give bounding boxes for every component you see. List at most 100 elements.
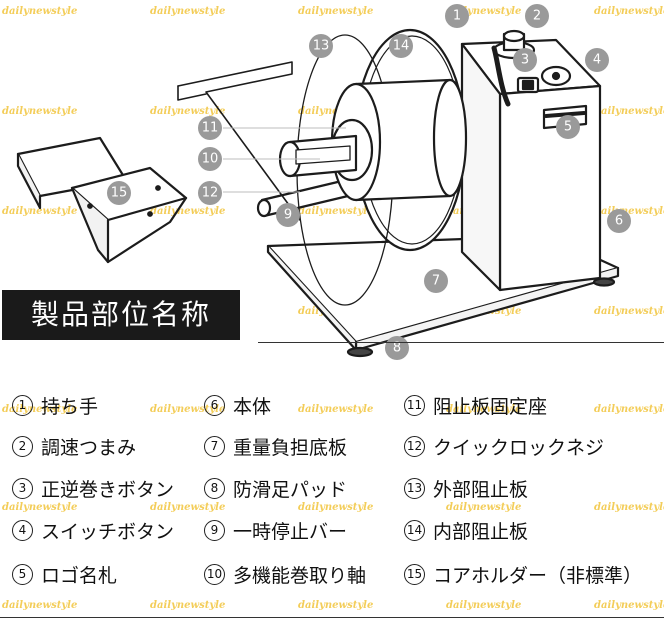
watermark: dailynewstyle xyxy=(150,502,226,513)
legend-number: 14 xyxy=(404,519,425,541)
legend-item: 1 持ち手 xyxy=(12,392,98,418)
svg-text:6: 6 xyxy=(615,214,623,229)
legend-item: 13 外部阻止板 xyxy=(404,475,528,501)
watermark: dailynewstyle xyxy=(446,600,522,611)
callout-2: 2 xyxy=(525,4,549,28)
legend-number: 12 xyxy=(404,435,425,457)
watermark: dailynewstyle xyxy=(2,206,78,217)
page-title: 製品部位名称 xyxy=(30,298,211,331)
callout-11: 11 xyxy=(198,116,222,140)
legend-number: 10 xyxy=(204,563,225,585)
watermark: dailynewstyle xyxy=(446,404,522,415)
svg-text:13: 13 xyxy=(313,39,330,54)
callout-14: 14 xyxy=(389,34,413,58)
callout-1: 1 xyxy=(445,4,469,28)
divider xyxy=(0,617,664,618)
watermark: dailynewstyle xyxy=(594,6,664,17)
callout-7: 7 xyxy=(424,269,448,293)
legend-label: クイックロックネジ xyxy=(433,436,605,459)
callout-3: 3 xyxy=(513,48,537,72)
legend-item: 9 一時停止バー xyxy=(204,517,347,543)
watermark: dailynewstyle xyxy=(594,206,664,217)
legend-label: 外部阻止板 xyxy=(433,478,529,501)
watermark: dailynewstyle xyxy=(594,306,664,317)
legend-label: 阻止板固定座 xyxy=(433,395,548,418)
svg-text:12: 12 xyxy=(202,186,219,201)
base-plate-edge-left xyxy=(266,244,358,352)
watermark: dailynewstyle xyxy=(150,206,226,217)
svg-text:7: 7 xyxy=(432,274,440,289)
foot-pad xyxy=(346,346,374,358)
watermark: dailynewstyle xyxy=(298,600,374,611)
svg-text:2: 2 xyxy=(533,9,541,24)
callout-8: 8 xyxy=(385,336,409,360)
legend-item: 3 正逆巻きボタン xyxy=(12,475,174,501)
legend-label: 内部阻止板 xyxy=(433,520,529,543)
speed-knob xyxy=(502,29,526,43)
legend-number: 4 xyxy=(12,519,33,541)
callout-10: 10 xyxy=(198,147,222,171)
svg-text:1: 1 xyxy=(453,9,461,24)
svg-text:14: 14 xyxy=(393,39,410,54)
legend-item: 10 多機能巻取り軸 xyxy=(204,561,366,587)
watermark: dailynewstyle xyxy=(2,404,78,415)
watermark: dailynewstyle xyxy=(298,6,374,17)
svg-text:11: 11 xyxy=(202,121,219,136)
legend-label: ロゴ名札 xyxy=(41,564,118,587)
legend-number: 9 xyxy=(204,519,225,541)
legend-item: 5 ロゴ名札 xyxy=(12,561,117,587)
legend-number: 8 xyxy=(204,477,225,499)
legend-number: 15 xyxy=(404,563,425,585)
label-strip xyxy=(177,61,301,221)
legend-label: 本体 xyxy=(233,395,272,418)
carry-handle xyxy=(491,45,511,107)
legend-item: 6 本体 xyxy=(204,392,271,418)
svg-text:5: 5 xyxy=(564,120,572,135)
watermark: dailynewstyle xyxy=(446,502,522,513)
svg-text:10: 10 xyxy=(202,152,219,167)
legend-number: 7 xyxy=(204,435,225,457)
callout-5: 5 xyxy=(556,115,580,139)
product-diagram: 1 2 3 4 5 6 7 8 9 10 11 12 13 14 15 xyxy=(16,4,631,360)
svg-text:8: 8 xyxy=(393,341,401,356)
watermark: dailynewstyle xyxy=(2,502,78,513)
watermark: dailynewstyle xyxy=(150,6,226,17)
legend-label: 多機能巻取り軸 xyxy=(233,564,367,587)
callout-6: 6 xyxy=(607,209,631,233)
watermark: dailynewstyle xyxy=(298,206,374,217)
title-banner: 製品部位名称 xyxy=(2,290,240,340)
legend-number: 5 xyxy=(12,563,33,585)
legend-number: 13 xyxy=(404,477,425,499)
watermark: dailynewstyle xyxy=(150,600,226,611)
watermark: dailynewstyle xyxy=(150,106,226,117)
legend-number: 3 xyxy=(12,477,33,499)
svg-text:15: 15 xyxy=(111,186,128,201)
legend-item: 14 内部阻止板 xyxy=(404,517,528,543)
svg-text:9: 9 xyxy=(284,208,292,223)
legend-label: 持ち手 xyxy=(41,395,99,418)
foot-pad xyxy=(592,277,616,287)
legend-item: 12 クイックロックネジ xyxy=(404,433,604,459)
watermark: dailynewstyle xyxy=(150,404,226,415)
legend-number: 2 xyxy=(12,435,33,457)
watermark: dailynewstyle xyxy=(2,6,78,17)
legend-number: 11 xyxy=(404,394,425,416)
watermark: dailynewstyle xyxy=(594,404,664,415)
watermark: dailynewstyle xyxy=(2,106,78,117)
legend-number: 6 xyxy=(204,394,225,416)
svg-text:4: 4 xyxy=(593,53,601,68)
callout-9: 9 xyxy=(276,203,300,227)
legend-label: 一時停止バー xyxy=(233,520,348,543)
callout-12: 12 xyxy=(198,181,222,205)
watermark: dailynewstyle xyxy=(2,600,78,611)
legend-number: 1 xyxy=(12,394,33,416)
callout-15: 15 xyxy=(107,181,131,205)
watermark: dailynewstyle xyxy=(446,6,522,17)
callout-13: 13 xyxy=(309,34,333,58)
legend-label: 正逆巻きボタン xyxy=(41,478,175,501)
